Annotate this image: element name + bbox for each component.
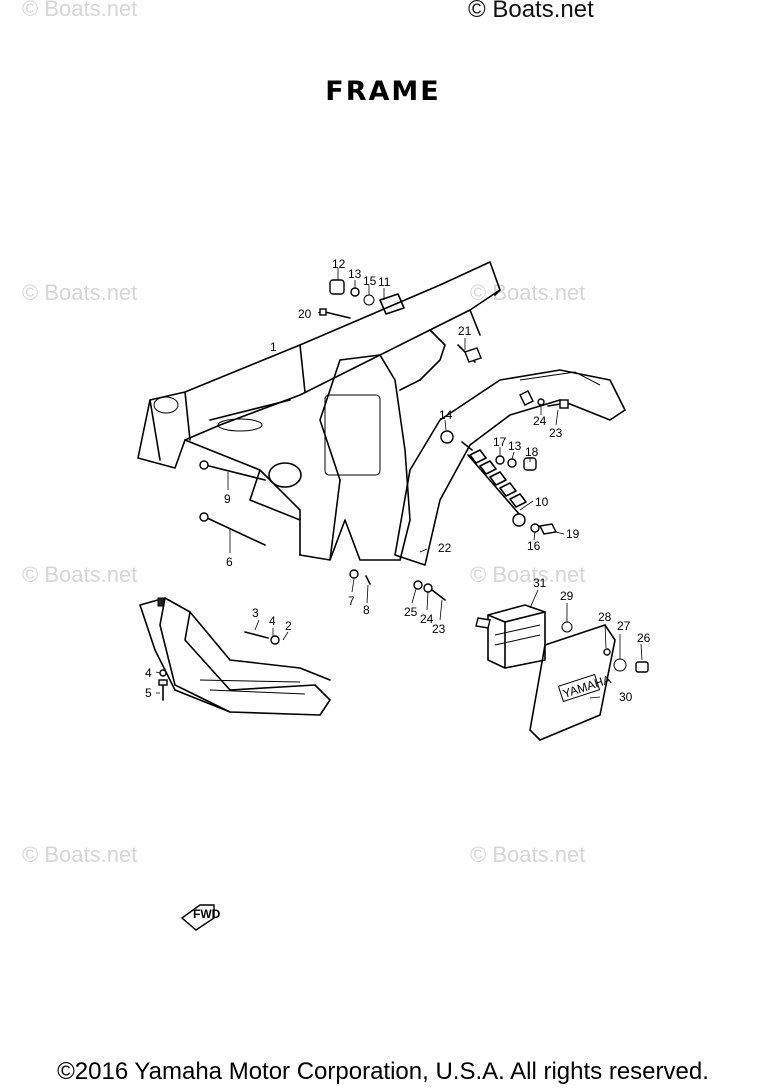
callout-9: 9 (224, 492, 231, 506)
callout-4b: 4 (145, 666, 152, 680)
callout-15: 15 (363, 274, 377, 288)
callout-16: 16 (527, 539, 541, 553)
watermark: © Boats.net (22, 280, 138, 305)
watermark: © Boats.net (470, 280, 586, 305)
callout-2: 2 (285, 619, 292, 633)
side-cover: YAMAHA (529, 624, 616, 741)
callout-1: 1 (270, 340, 277, 354)
copyright-footer: ©2016 Yamaha Motor Corporation, U.S.A. A… (57, 1058, 709, 1085)
callout-8: 8 (363, 603, 370, 617)
fwd-label: FWD (193, 907, 221, 921)
callout-31: 31 (533, 576, 547, 590)
watermark: © Boats.net (22, 562, 138, 587)
leader-lines (155, 268, 643, 699)
watermark: © Boats.net (22, 842, 138, 867)
watermark: © Boats.net (470, 842, 586, 867)
fwd-direction-mark: FWD (180, 904, 221, 931)
callout-5: 5 (145, 686, 152, 700)
callout-10: 10 (535, 495, 549, 509)
callout-7: 7 (348, 594, 355, 608)
rear-fender (394, 369, 626, 566)
callout-4: 4 (269, 614, 276, 628)
callout-13: 13 (348, 267, 362, 281)
callout-24: 24 (533, 414, 547, 428)
watermark: © Boats.net (470, 562, 586, 587)
callout-6: 6 (226, 555, 233, 569)
callout-19: 19 (566, 527, 580, 541)
rear-shock-absorber (461, 441, 527, 527)
main-frame (137, 261, 501, 561)
callout-18: 18 (525, 445, 539, 459)
callout-12: 12 (332, 257, 346, 271)
callout-29: 29 (560, 589, 574, 603)
callout-20: 20 (298, 307, 312, 321)
callout-26: 26 (637, 631, 651, 645)
watermark: © Boats.net (22, 0, 138, 21)
callout-27: 27 (617, 619, 631, 633)
skid-plate (139, 597, 331, 716)
callout-3: 3 (252, 606, 259, 620)
page-title: FRAME (325, 76, 441, 107)
callout-21: 21 (458, 324, 472, 338)
callout-28: 28 (598, 610, 612, 624)
side-cover-plate-text: YAMAHA (561, 672, 613, 701)
callout-17: 17 (493, 435, 507, 449)
callout-11: 11 (378, 275, 391, 289)
callout-25: 25 (404, 605, 418, 619)
callout-22: 22 (438, 541, 452, 555)
callout-24b: 24 (420, 612, 434, 626)
fasteners (158, 279, 649, 701)
callout-labels: 1 2 3 4 4 5 6 7 8 9 10 11 12 13 13 14 15… (145, 257, 651, 704)
callout-14: 14 (439, 408, 453, 422)
watermark-top: © Boats.net (468, 0, 594, 23)
callout-30: 30 (619, 690, 633, 704)
callout-13b: 13 (508, 439, 522, 453)
battery-box (487, 604, 546, 669)
callout-23b: 23 (432, 622, 446, 636)
callout-23: 23 (549, 426, 563, 440)
